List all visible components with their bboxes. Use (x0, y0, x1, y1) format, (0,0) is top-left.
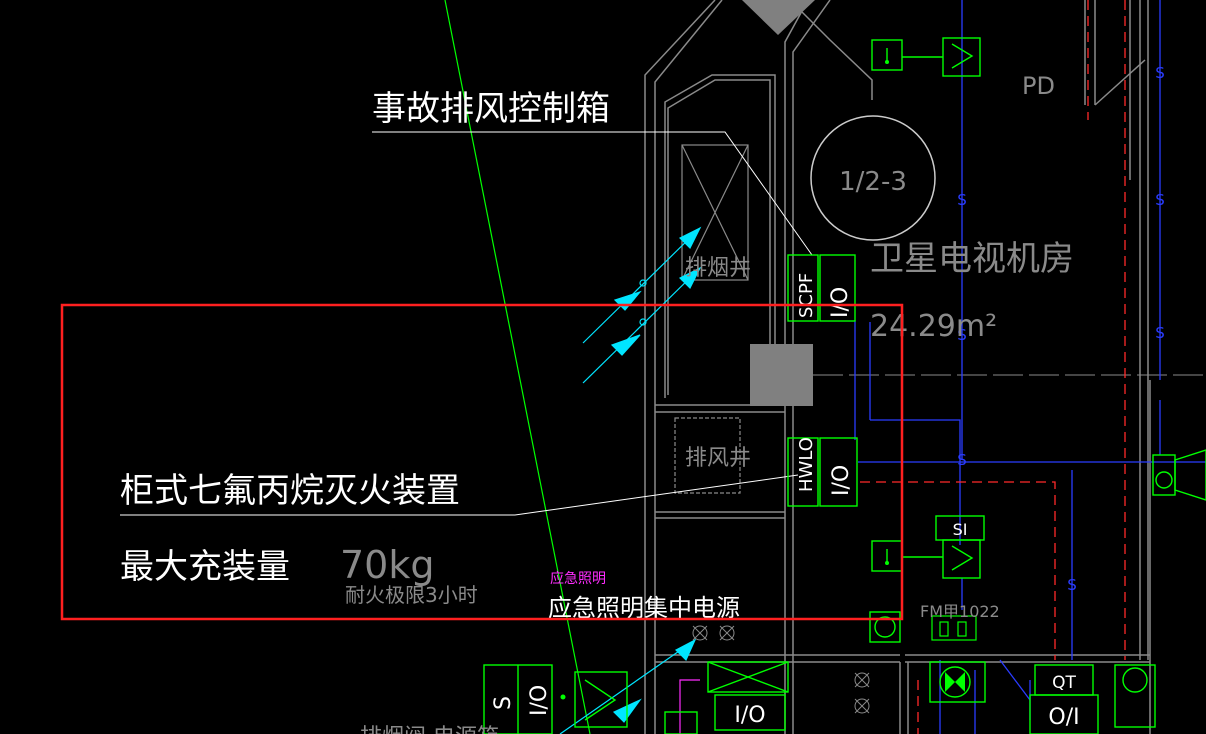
room-name-label: 卫星电视机房 (870, 239, 1074, 279)
bottom-io-label: I/O (734, 703, 765, 728)
fire-rating-label: 耐火极限3小时 (345, 583, 478, 607)
green-equipment (483, 37, 1206, 734)
section-marker (742, 0, 815, 35)
control-box-square[interactable] (750, 344, 813, 406)
hwlo-io-label: I/O (829, 465, 854, 496)
qt-label: QT (1052, 673, 1076, 693)
max-fill-value: 70kg (340, 543, 434, 587)
magenta-wire (679, 679, 700, 734)
svg-text:S: S (1155, 191, 1165, 209)
s-io-io-label: I/O (527, 685, 552, 716)
valve-symbol (939, 666, 971, 698)
svg-text:S: S (957, 191, 967, 209)
svg-text:S: S (957, 326, 967, 344)
si-label: SI (953, 520, 968, 539)
emergency-power-label: 应急照明集中电源 (548, 594, 740, 622)
exhaust-shaft-symbol (674, 417, 741, 494)
emergency-lighting-small: 应急照明 (550, 570, 606, 587)
highlight-box (60, 303, 904, 621)
air-flow-arrows (559, 226, 702, 734)
smoke-shaft-symbol (681, 144, 749, 281)
scpf-code-label: SCPF (796, 273, 817, 318)
accident-exhaust-box-label: 事故排风控制箱 (372, 89, 610, 129)
s-markers: S S S S S S S (957, 64, 1165, 594)
terminal-dots (560, 60, 889, 700)
red-dashed-lines (860, 0, 1126, 734)
scpf-io-label: I/O (828, 287, 853, 318)
grid-axis-line (444, 0, 591, 734)
max-fill-label: 最大充装量 (120, 547, 290, 587)
s-io-s-label: S (491, 696, 516, 710)
svg-text:S: S (957, 451, 967, 469)
room-area-label: 24.29m² (870, 309, 997, 344)
svg-text:S: S (1155, 64, 1165, 82)
fm-door-label: FM甲1022 (920, 602, 1000, 621)
fire-door-symbol (931, 615, 977, 641)
svg-text:S: S (1155, 324, 1165, 342)
column-id-label: 1/2-3 (839, 167, 907, 197)
blue-conduits (854, 0, 1206, 734)
bottom-gray-symbols (692, 625, 870, 714)
bottom-partial-label: 排烟阀 电源箱 (360, 725, 499, 734)
column-circle (810, 115, 936, 241)
smoke-shaft-label: 排烟井 (685, 256, 751, 281)
pd-label: PD (1022, 72, 1055, 100)
exhaust-shaft-label: 排风井 (685, 446, 751, 471)
leader-lines (120, 131, 813, 516)
oi-label: O/I (1048, 705, 1079, 730)
hwlo-code-label: HWLO (796, 437, 817, 492)
svg-text:S: S (1067, 576, 1077, 594)
extinguisher-title: 柜式七氟丙烷灭火装置 (120, 471, 460, 511)
shaft-walls (644, 0, 1151, 734)
